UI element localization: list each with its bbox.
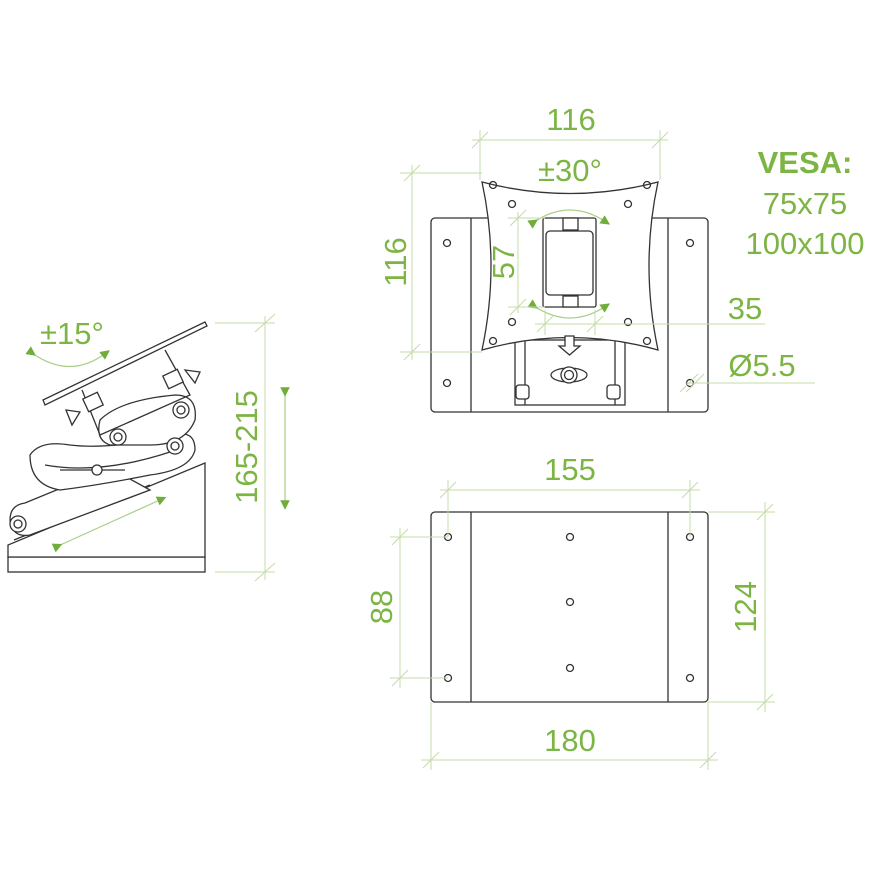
swivel-arrow-bottom-icon bbox=[527, 299, 610, 319]
slide-arrow-icon bbox=[51, 496, 167, 553]
wall-plate bbox=[430, 511, 709, 703]
down-arrow-icon bbox=[557, 335, 582, 356]
vesa-label: VESA: bbox=[758, 145, 853, 180]
front-height-label: 116 bbox=[378, 237, 413, 286]
vesa-info: VESA: 75x75 100x100 bbox=[746, 145, 865, 261]
hole-diameter-label: Ø5.5 bbox=[728, 348, 795, 383]
inner-height-label: 57 bbox=[486, 245, 521, 279]
vesa-size-100: 100x100 bbox=[746, 226, 865, 261]
offset-label: 35 bbox=[728, 291, 762, 326]
height-range-label: 165-215 bbox=[229, 390, 264, 504]
front-view: 116 ±30° 116 57 35 Ø5.5 bbox=[378, 102, 815, 413]
side-view: ±15° 165-215 bbox=[7, 313, 290, 582]
plate-width-label: 180 bbox=[544, 723, 596, 758]
tilt-label: ±15° bbox=[40, 316, 104, 351]
base-plate bbox=[7, 556, 206, 573]
tilt-arrow-icon bbox=[25, 346, 110, 368]
hole-spacing-x-label: 155 bbox=[544, 452, 596, 487]
plate-height-label: 124 bbox=[728, 581, 763, 633]
swivel-label: ±30° bbox=[538, 153, 602, 188]
vesa-size-75: 75x75 bbox=[763, 186, 847, 221]
hole-spacing-y-label: 88 bbox=[364, 590, 399, 624]
front-width-label: 116 bbox=[546, 102, 595, 137]
mount-plate bbox=[42, 321, 208, 406]
wall-plate-view: 155 88 124 180 bbox=[364, 452, 775, 770]
